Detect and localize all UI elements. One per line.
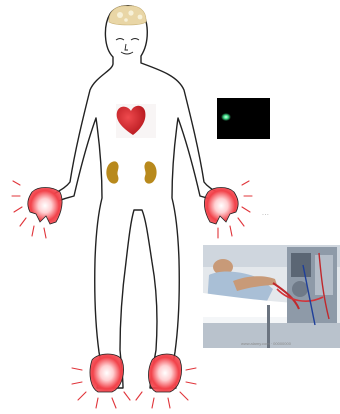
inflamed-left-hand	[28, 188, 62, 225]
photo-watermark: www.alamy.com · 00000000	[241, 341, 291, 346]
inflamed-right-hand	[204, 188, 238, 225]
heart-icon	[116, 104, 156, 138]
glowing-cell-icon	[217, 98, 270, 139]
brain-icon	[109, 6, 146, 25]
faint-text: ...	[262, 210, 269, 217]
patient-dialysis-image	[203, 245, 340, 348]
inflamed-left-foot	[90, 354, 124, 392]
inflamed-right-foot	[149, 354, 182, 392]
dialysis-photo: www.alamy.com · 00000000	[203, 245, 340, 348]
cell-micrograph	[217, 98, 270, 139]
body-outline	[48, 6, 226, 388]
